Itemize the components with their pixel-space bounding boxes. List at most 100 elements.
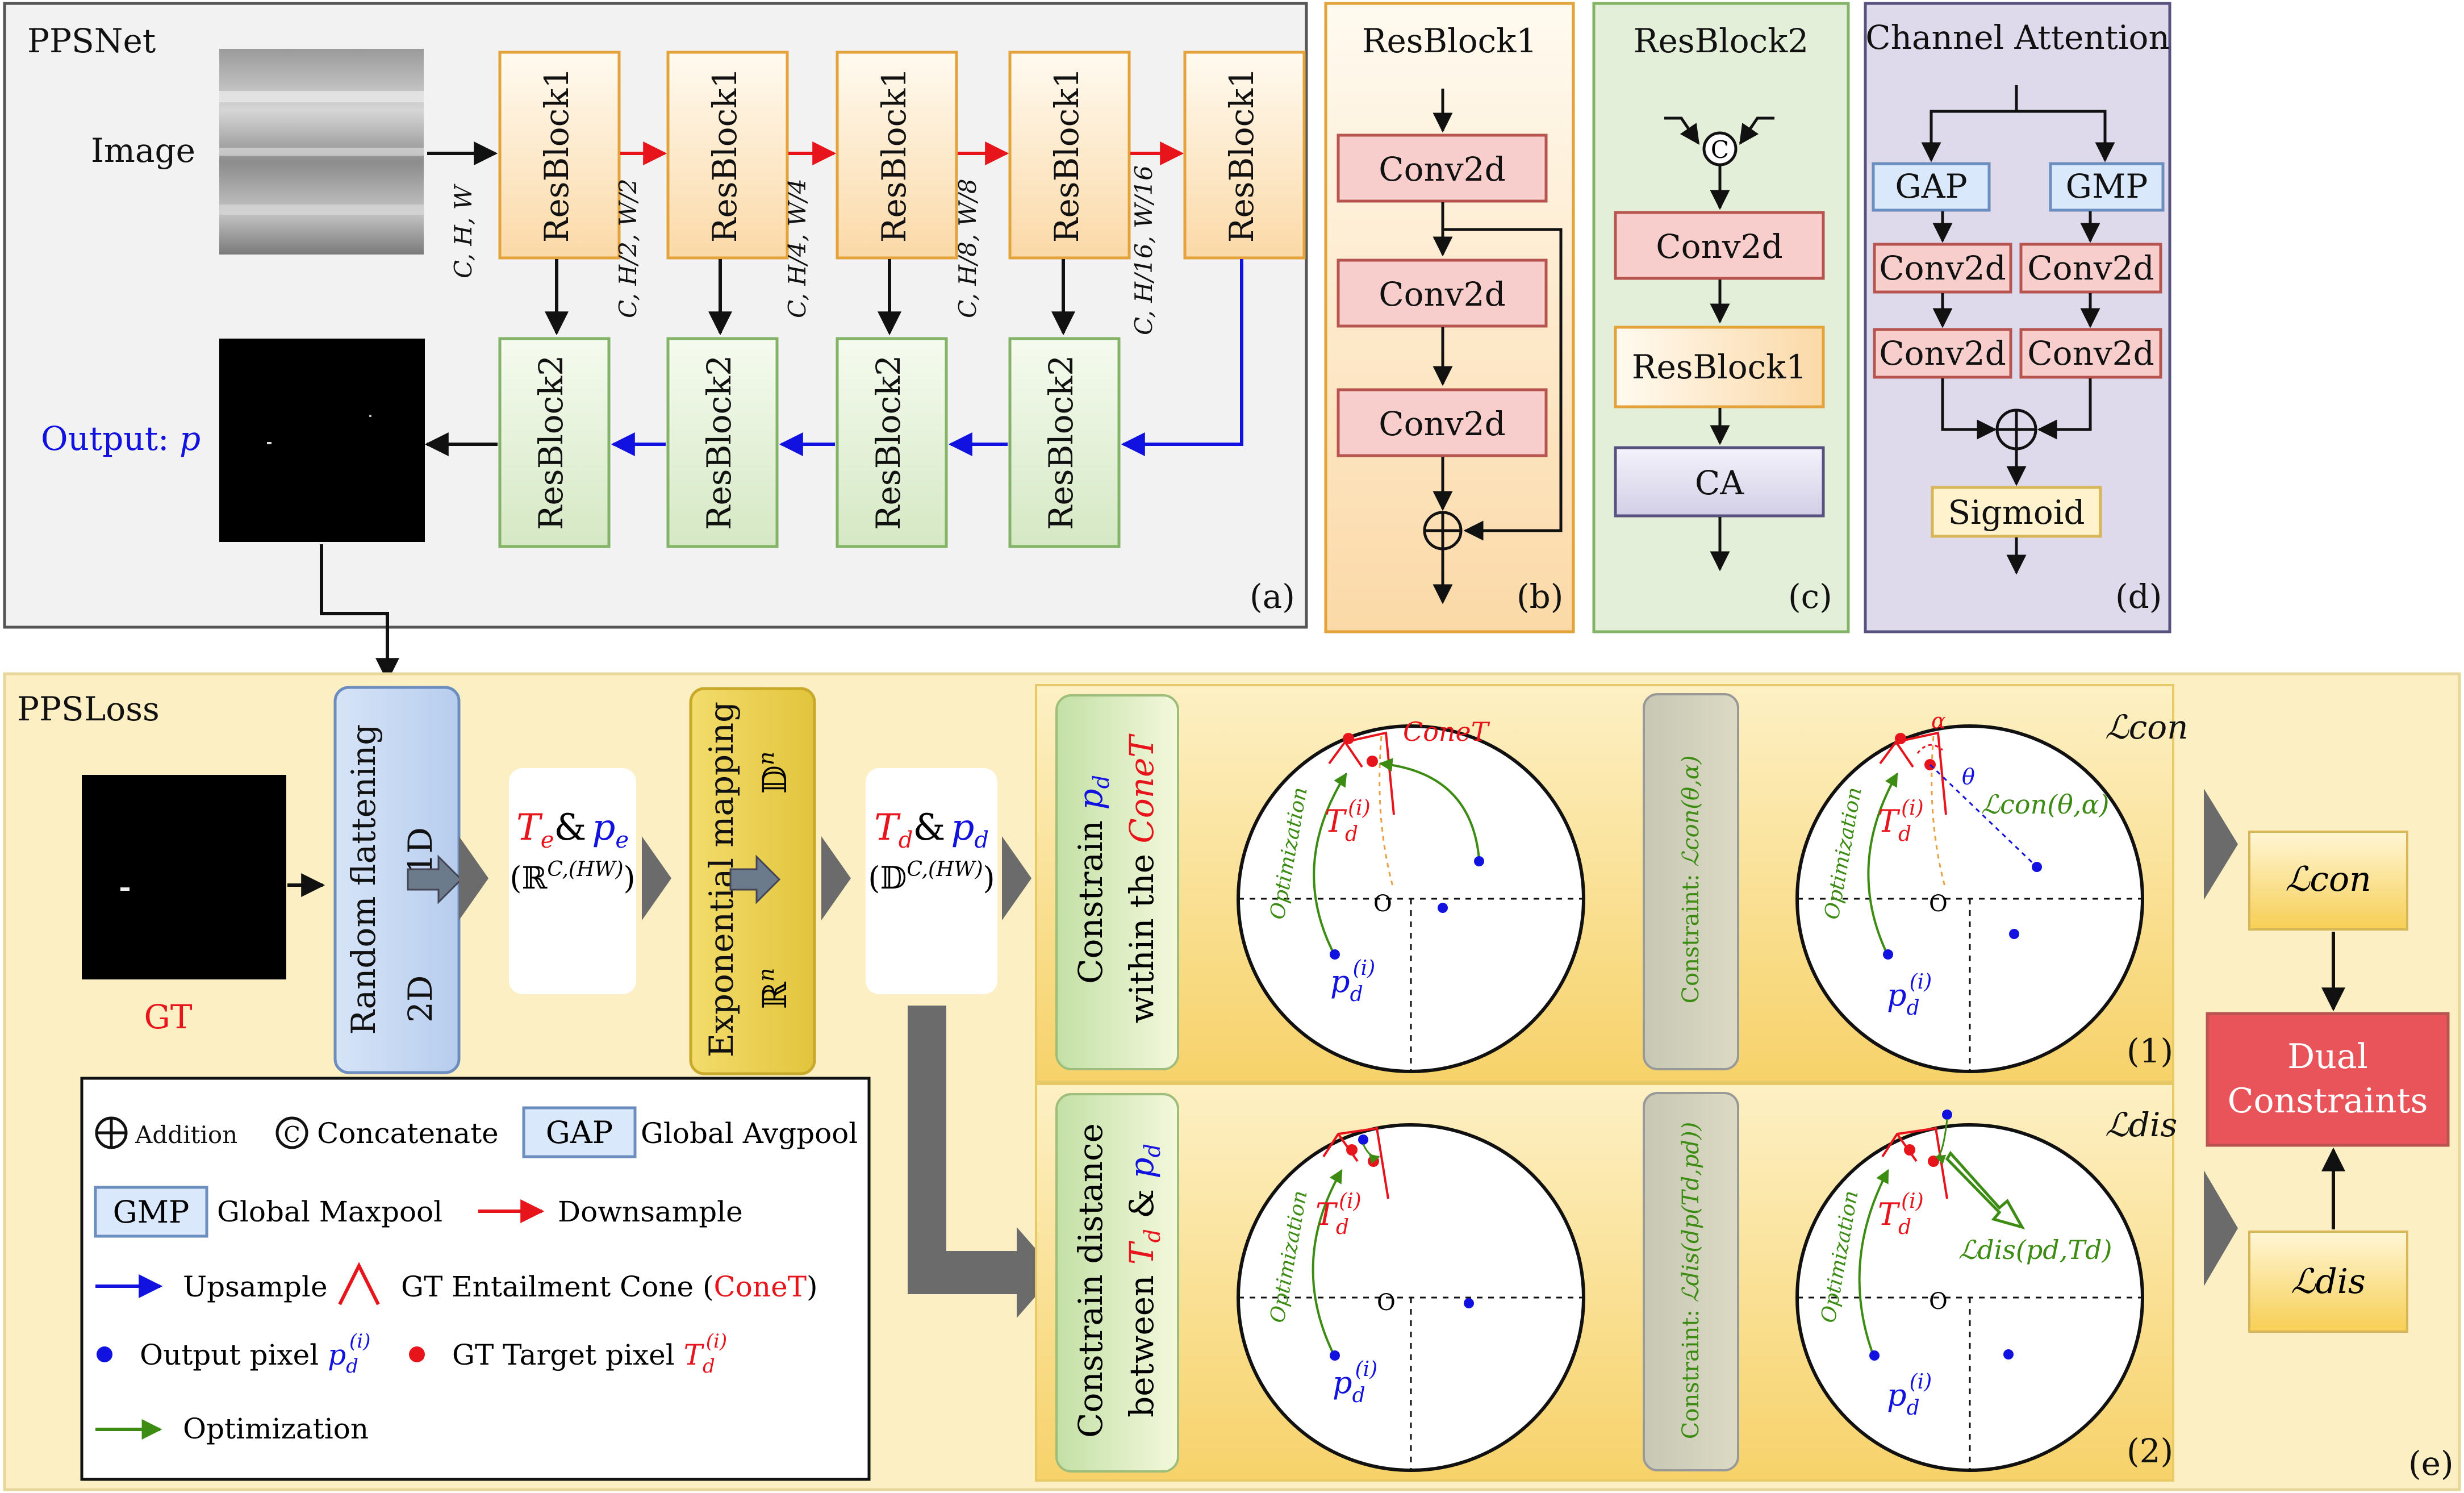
legend-output-dot xyxy=(97,1346,112,1362)
addition-icon xyxy=(1423,511,1463,551)
svg-text:pd(i): pd(i) xyxy=(1887,1370,1932,1420)
legend-gmp-box: GMP xyxy=(113,1194,190,1230)
svg-text:Td(i): Td(i) xyxy=(1878,1190,1924,1239)
svg-text:Te&pe: Te&pe xyxy=(516,807,629,853)
svg-text:Conv2d: Conv2d xyxy=(1879,334,2006,373)
encoder-resblock-5: ResBlock1 xyxy=(1183,51,1306,260)
gt-image xyxy=(82,775,286,979)
gap-box: GAP xyxy=(1872,162,1991,212)
skip-arrows xyxy=(545,259,1075,336)
panel-ppsloss: PPSLoss (e) GT Random flattening 2D 1D xyxy=(3,672,2461,1491)
svg-text:Random flattening: Random flattening xyxy=(344,724,383,1035)
panel-resblock1: ResBlock1 (b) Conv2d Conv2d Conv2d xyxy=(1324,2,1575,633)
svg-text:ResBlock1: ResBlock1 xyxy=(1047,68,1086,243)
constraint-row-1: ℒcon (1) Constrain pd within the ConeT O… xyxy=(1035,684,2189,1083)
svg-text:(𝔻C,(HW)): (𝔻C,(HW)) xyxy=(868,858,995,896)
decoder-resblock-2: ResBlock2 xyxy=(666,337,779,548)
svg-text:Constraints: Constraints xyxy=(2228,1081,2428,1121)
poincare-disk-3: O Optimization Td(i) pd(i) xyxy=(1237,1123,1585,1472)
encoder-resblock-2: ResBlock1 xyxy=(666,51,789,260)
panel-resblock2: ResBlock2 (c) C Conv2d ResBlock1 CA xyxy=(1592,2,1850,633)
legend-gap-swatch xyxy=(522,1106,637,1158)
resblock2-conv: Conv2d xyxy=(1614,211,1825,280)
output-image xyxy=(219,339,425,542)
ca-conv-3: Conv2d xyxy=(1873,328,2012,379)
legend-optimization: Optimization xyxy=(183,1412,369,1445)
row2-loss-tag: ℒdis xyxy=(2105,1106,2177,1144)
legend-gap-box: GAP xyxy=(546,1115,613,1150)
svg-text:ResBlock2: ResBlock2 xyxy=(1042,355,1080,530)
panel-b-tag: (b) xyxy=(1517,577,1563,616)
row2-constraint-box: Constraint: ℒdis(dp(Td,pd)) xyxy=(1643,1092,1739,1471)
svg-text:(ℝC,(HW)): (ℝC,(HW)) xyxy=(509,858,635,896)
legend-gmp-swatch xyxy=(94,1186,208,1238)
svg-text:Td(i): Td(i) xyxy=(1315,1190,1362,1239)
svg-text:ResBlock1: ResBlock1 xyxy=(1222,68,1261,243)
te-pe-box: Te&pe (ℝC,(HW)) xyxy=(509,768,636,994)
output-label: Output: p xyxy=(41,419,201,458)
ppsnet-title: PPSNet xyxy=(27,22,156,60)
legend-cone: GT Entailment Cone (ConeT) xyxy=(401,1270,818,1303)
decoder-resblock-3: ResBlock2 xyxy=(836,337,948,548)
svg-text:ℒcon: ℒcon xyxy=(2285,860,2371,899)
svg-text:Conv2d: Conv2d xyxy=(1656,227,1782,266)
resblock1-conv-1: Conv2d xyxy=(1337,134,1548,203)
row2-constrain-box: Constrain distance between Td & pd xyxy=(1055,1093,1179,1473)
row1-tag: (1) xyxy=(2127,1032,2173,1070)
legend-target-dot xyxy=(409,1346,425,1362)
svg-text:ConeT: ConeT xyxy=(1403,716,1490,747)
svg-text:O: O xyxy=(1377,1290,1396,1316)
legend-addition: Addition xyxy=(135,1121,237,1149)
resblock1-conv-3: Conv2d xyxy=(1337,388,1548,457)
input-image xyxy=(219,49,424,255)
poincare-disk-2: O α θ ℒcon(θ,α) Optimization Td(i) pd(i) xyxy=(1795,708,2144,1073)
svg-text:GAP: GAP xyxy=(1895,167,1967,206)
sigmoid-box: Sigmoid xyxy=(1931,486,2102,538)
svg-text:CA: CA xyxy=(1695,464,1744,502)
svg-text:O: O xyxy=(1929,1288,1948,1315)
svg-text:Conv2d: Conv2d xyxy=(1379,275,1505,314)
svg-text:1D: 1D xyxy=(401,827,440,874)
svg-text:Constraint: ℒdis(dp(Td,pd)): Constraint: ℒdis(dp(Td,pd)) xyxy=(1678,1122,1704,1439)
svg-text:Constrain distance: Constrain distance xyxy=(1071,1123,1110,1438)
svg-text:α: α xyxy=(1931,708,1946,733)
svg-text:pd(i): pd(i) xyxy=(1887,970,1932,1020)
ca-conv-1: Conv2d xyxy=(1873,243,2012,294)
svg-text:ResBlock1: ResBlock1 xyxy=(875,68,913,243)
poincare-disk-4: O ℒdis(pd,Td) Optimization Td(i) pd(i) xyxy=(1795,1110,2144,1472)
image-label: Image xyxy=(91,131,195,170)
legend-output-pixel: Output pixel pd(i) xyxy=(140,1330,370,1378)
legend-addition-icon xyxy=(95,1116,128,1149)
svg-text:ℒcon(θ,α): ℒcon(θ,α) xyxy=(1981,789,2110,820)
legend-concatenate: Concatenate xyxy=(317,1117,499,1150)
encoder-resblock-1: ResBlock1 xyxy=(498,51,621,260)
decoder-resblock-4: ResBlock2 xyxy=(1008,337,1121,548)
dim-2: C, H/2, W/2 xyxy=(614,178,642,318)
svg-text:ℒdis: ℒdis xyxy=(2291,1262,2366,1302)
td-pd-box: Td&pd (𝔻C,(HW)) xyxy=(866,768,997,994)
ldis-box: ℒdis xyxy=(2248,1231,2408,1333)
legend: Addition C Concatenate GAP Global Avgpoo… xyxy=(80,1077,871,1481)
random-flattening-box: Random flattening 2D 1D xyxy=(333,686,463,1074)
constraint-row-2: ℒdis (2) Constrain distance between Td &… xyxy=(1035,1083,2177,1482)
legend-cone-icon xyxy=(338,1262,380,1306)
svg-text:ResBlock1: ResBlock1 xyxy=(705,68,744,243)
svg-text:GMP: GMP xyxy=(2066,167,2148,206)
svg-text:Conv2d: Conv2d xyxy=(2027,334,2154,373)
exponential-mapping-box: Exponential mapping ℝn 𝔻n xyxy=(689,687,816,1075)
panel-channel-attention: Channel Attention (d) GAP GMP Conv2d Con… xyxy=(1864,2,2171,633)
ca-conv-4: Conv2d xyxy=(2019,328,2162,379)
ca-title: Channel Attention xyxy=(1865,18,2170,57)
concatenate-icon: C xyxy=(1702,131,1738,166)
panel-d-tag: (d) xyxy=(2115,577,2162,616)
poincare-disk-1: O ConeT Optimization Td(i) pd(i) xyxy=(1237,716,1585,1073)
resblock2-resblock1: ResBlock1 xyxy=(1614,326,1825,408)
legend-gap-text: Global Avgpool xyxy=(641,1117,858,1150)
svg-text:ResBlock1: ResBlock1 xyxy=(1632,348,1807,386)
legend-concatenate-icon: C xyxy=(275,1116,308,1149)
svg-text:C: C xyxy=(283,1122,300,1147)
lcon-box: ℒcon xyxy=(2248,831,2408,931)
svg-text:ℒdis(pd,Td): ℒdis(pd,Td) xyxy=(1958,1235,2112,1265)
svg-text:𝔻n: 𝔻n xyxy=(754,752,794,794)
